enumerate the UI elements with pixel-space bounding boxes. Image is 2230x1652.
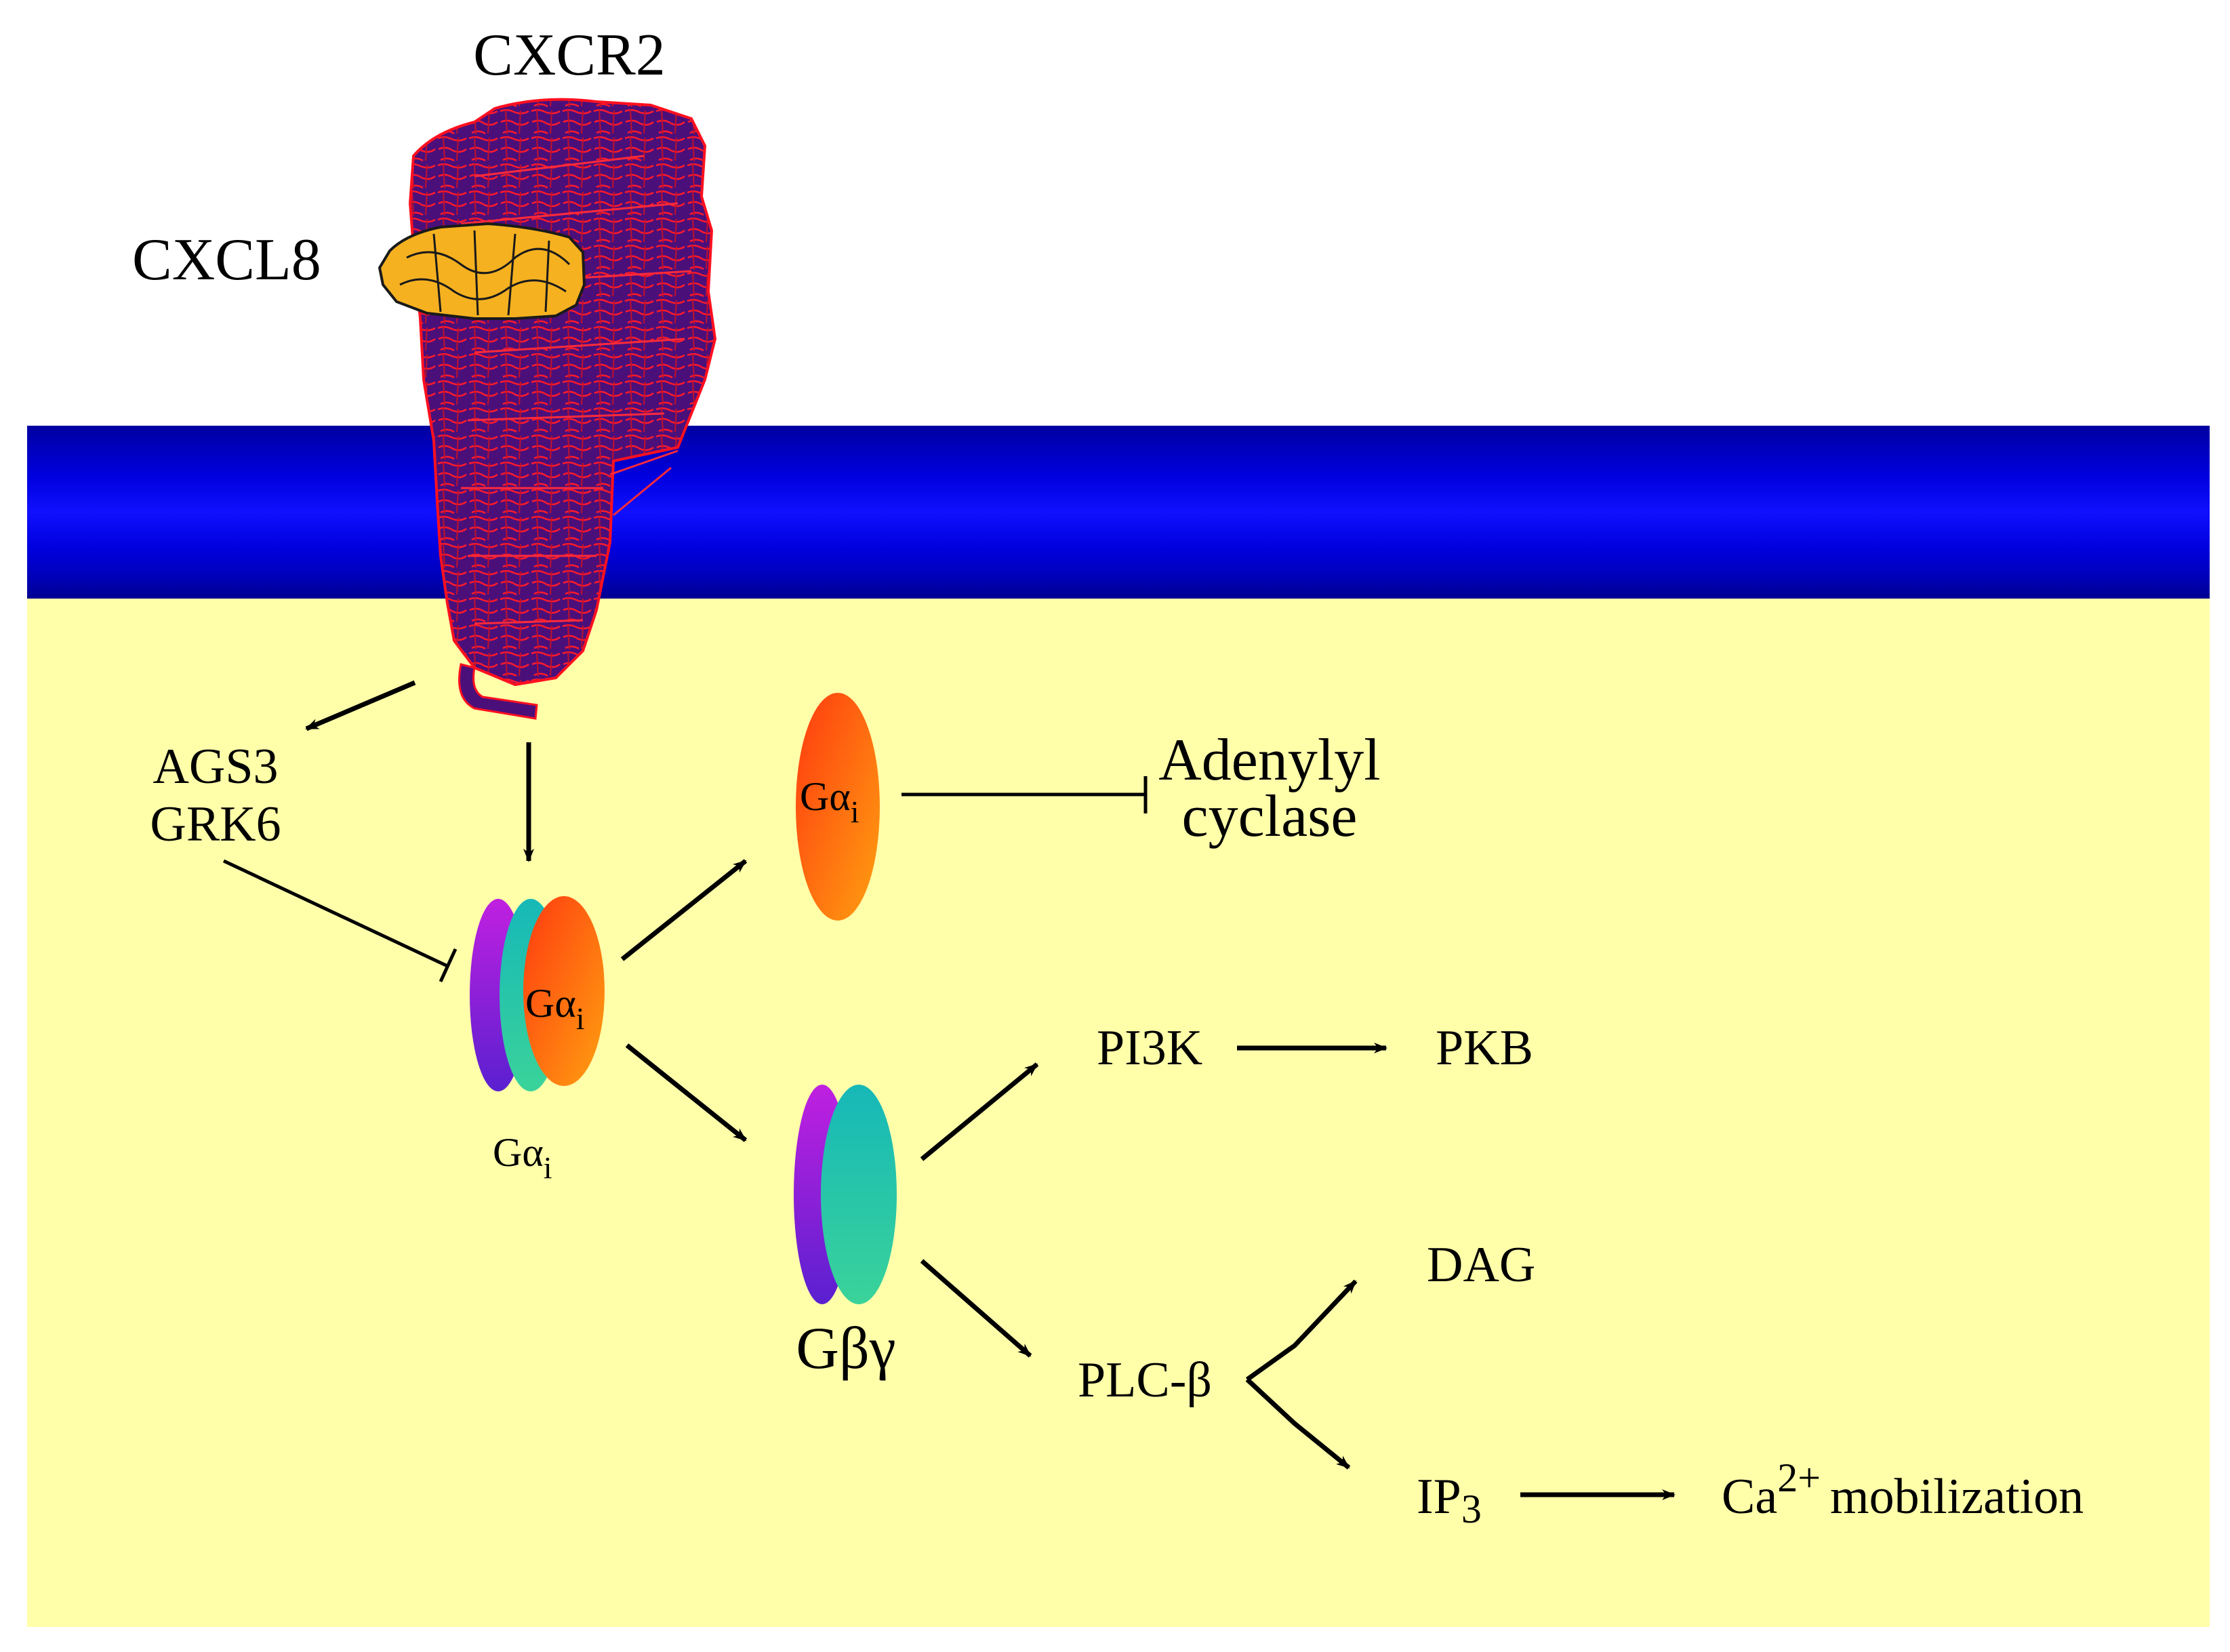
gbetagamma-label: Gβγ	[796, 1316, 895, 1382]
cytoplasm-region	[27, 597, 2210, 1627]
arrow-plc-to-dag	[1245, 1279, 1358, 1382]
adenylyl-label: Adenylyl	[1158, 727, 1381, 793]
heterotrimer-label: Gαi	[493, 1130, 552, 1185]
cxcr2-label: CXCR2	[473, 22, 666, 88]
arrow-to-plc	[920, 1259, 1032, 1358]
arrow-to-gbetagamma	[625, 1043, 748, 1142]
cyclase-label: cyclase	[1182, 784, 1358, 849]
inhibition-galpha-to-adenylyl-cyclase	[901, 776, 1148, 813]
plc-label: PLC-β	[1078, 1352, 1212, 1408]
free-g-alpha	[796, 693, 880, 921]
free-g-alpha-label: Gαi	[800, 774, 859, 829]
cxcl8-label: CXCL8	[132, 227, 321, 293]
grk6-label: GRK6	[150, 797, 281, 852]
arrow-receptor-to-regulators	[305, 680, 416, 731]
cxcl8-ligand	[378, 222, 586, 320]
g-beta-gamma-dimer	[794, 1085, 897, 1304]
inhibition-regulators-to-heterotrimer	[222, 859, 458, 983]
ip3-label: IP3	[1417, 1469, 1482, 1531]
arrow-plc-to-ip3	[1245, 1377, 1351, 1470]
g-beta-subunit-free	[821, 1085, 897, 1304]
ags3-label: AGS3	[153, 739, 278, 794]
g-alpha-subunit-in-trimer	[523, 896, 605, 1086]
extracellular-space	[0, 0, 2230, 427]
dag-label: DAG	[1427, 1237, 1535, 1293]
heterotrimer-inner-label: Gαi	[525, 981, 585, 1036]
pi3k-label: PI3K	[1097, 1020, 1202, 1076]
cell-membrane	[27, 426, 2210, 599]
arrow-to-free-galpha	[620, 859, 748, 961]
calcium-mobilization-label: Ca2+mobilization	[1722, 1455, 2084, 1525]
g-heterotrimer: Gαi	[470, 896, 605, 1091]
arrow-to-pi3k	[920, 1062, 1039, 1161]
pkb-label: PKB	[1436, 1020, 1533, 1076]
